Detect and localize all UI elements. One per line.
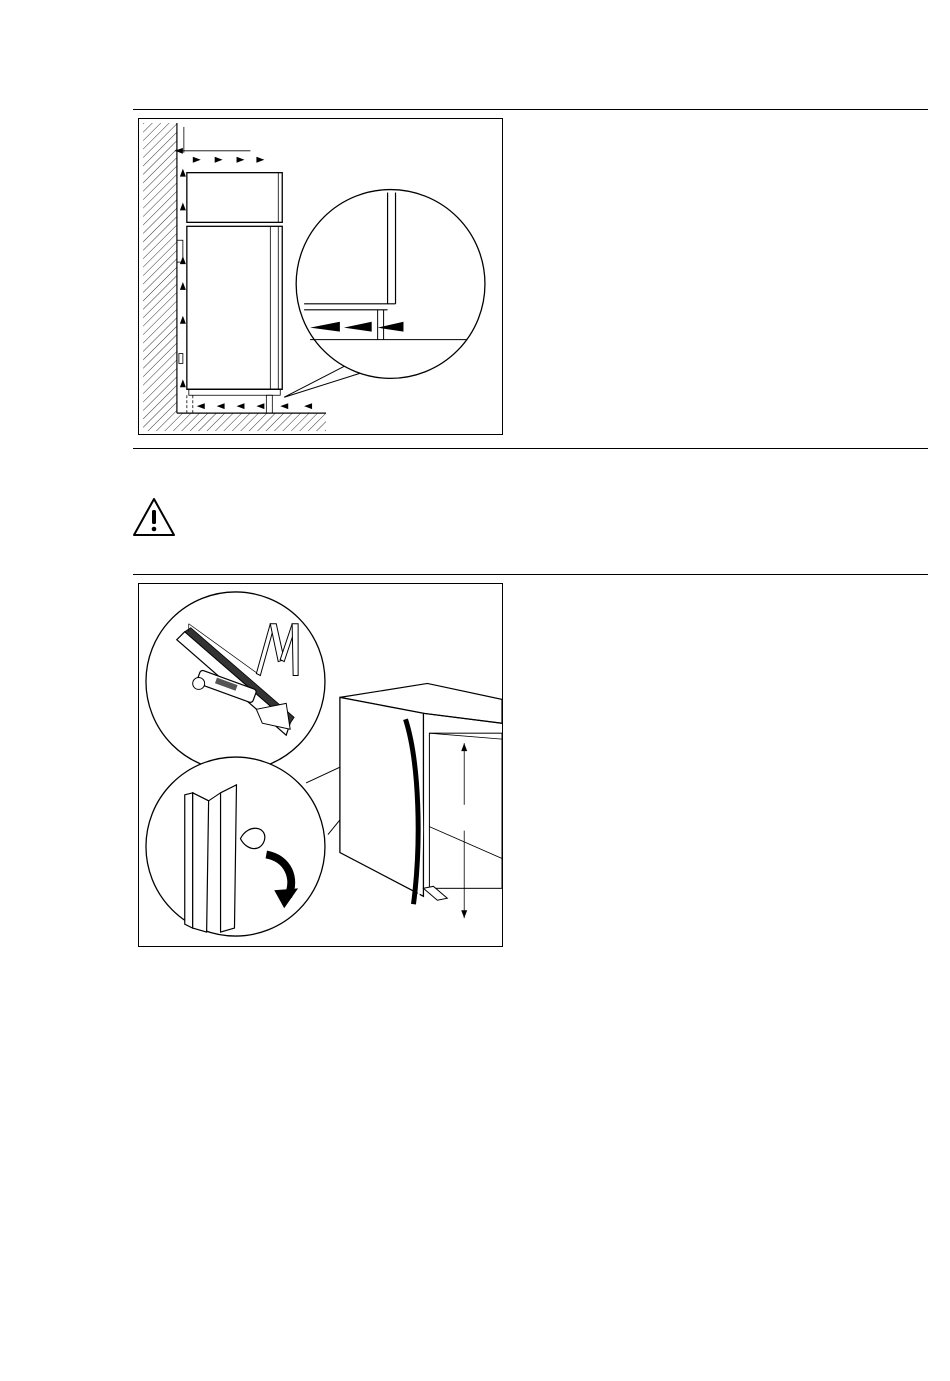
seal-strip-diagram	[138, 583, 503, 947]
bottom-airflow-arrows	[197, 403, 312, 409]
middle-divider	[133, 448, 928, 449]
ventilation-diagram	[138, 118, 503, 435]
floor-hatch	[177, 413, 326, 431]
detail-magnifier	[296, 190, 485, 379]
seal-strip-diagram-svg	[139, 584, 502, 946]
top-airflow-arrows	[193, 157, 265, 163]
upper-cabinet	[187, 173, 282, 223]
warning-triangle-icon	[131, 496, 177, 538]
ventilation-diagram-svg	[139, 119, 502, 434]
lower-divider	[133, 574, 928, 575]
top-divider	[133, 109, 928, 110]
wall-hatch	[143, 123, 177, 431]
appliance-body	[187, 226, 282, 389]
